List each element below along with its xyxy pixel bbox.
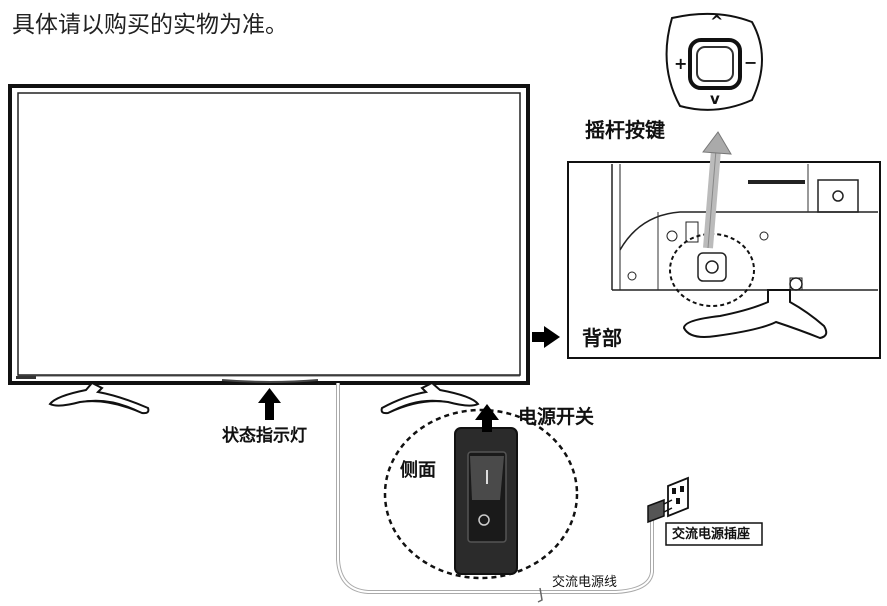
power-switch-arrow <box>475 404 499 432</box>
plug <box>647 498 665 524</box>
side-switch-view <box>383 408 579 580</box>
back-label: 背部 <box>582 326 622 350</box>
indicator-arrow <box>258 388 281 420</box>
ac-socket-label: 交流电源插座 <box>672 527 751 542</box>
joystick-zoom <box>665 12 763 111</box>
zoom-arrow <box>702 131 732 249</box>
status-indicator-label: 状态指示灯 <box>222 426 307 446</box>
tv-front <box>8 84 530 385</box>
tv-screen <box>17 92 521 376</box>
wall-socket <box>647 476 763 546</box>
joystick-up-symbol: ^ <box>710 12 724 31</box>
tv-bezel <box>8 84 530 385</box>
joystick-right-symbol: − <box>744 53 758 72</box>
right-stand <box>380 381 480 415</box>
ac-cord-label: 交流电源线 <box>552 575 618 590</box>
joystick-key-label: 摇杆按键 <box>585 118 665 142</box>
back-view-panel <box>567 161 881 359</box>
note-text: 具体请以购买的实物为准。 <box>12 12 288 38</box>
power-cable <box>336 383 654 603</box>
back-arrow <box>532 326 560 348</box>
side-label: 侧面 <box>400 460 436 481</box>
joystick-left-symbol: + <box>674 54 688 73</box>
joystick-down-symbol: v <box>710 90 720 108</box>
indicator-strip <box>221 379 319 383</box>
left-stand <box>48 381 150 415</box>
socket-label-box <box>665 522 763 546</box>
power-switch-label: 电源开关 <box>518 406 595 428</box>
